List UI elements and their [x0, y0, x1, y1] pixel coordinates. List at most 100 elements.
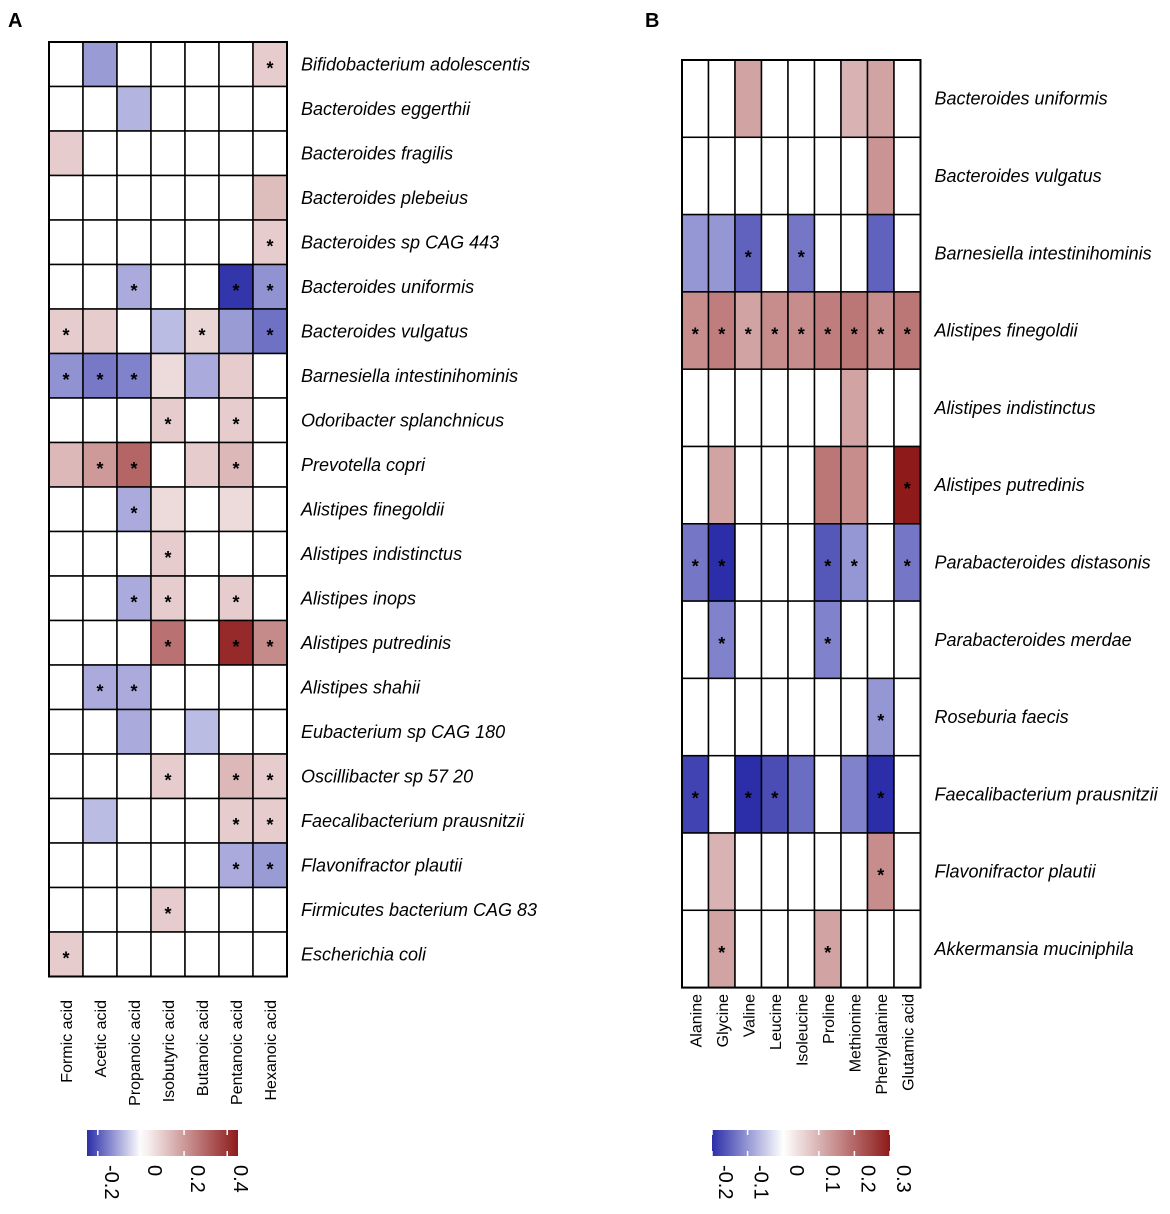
heatmap-cell	[184, 886, 220, 933]
heatmap-cell	[218, 886, 254, 933]
heatmap-cell	[150, 619, 186, 666]
heatmap-cell	[813, 909, 842, 989]
heatmap-cell	[787, 136, 816, 216]
heatmap-cell	[184, 753, 220, 800]
heatmap-cell	[150, 174, 186, 221]
heatmap-cell	[840, 291, 869, 370]
heatmap-cell	[184, 174, 220, 221]
heatmap-cell	[840, 368, 869, 448]
row-label: Bacteroides vulgatus	[935, 166, 1102, 186]
heatmap-cell	[82, 486, 118, 533]
heatmap-cell	[184, 85, 220, 132]
heatmap-cell	[150, 219, 186, 266]
heatmap-cell	[252, 575, 288, 622]
heatmap-cell	[734, 677, 763, 757]
heatmap-cell	[184, 619, 220, 666]
row-label: Roseburia faecis	[935, 707, 1069, 727]
heatmap-cell	[150, 708, 186, 755]
heatmap-cell	[813, 445, 842, 525]
heatmap-cell	[760, 213, 789, 293]
heatmap-cell	[866, 445, 895, 525]
significance-marker: *	[130, 459, 137, 479]
heatmap-cell	[707, 59, 736, 139]
heatmap-cell	[866, 523, 895, 602]
heatmap-cell	[82, 530, 118, 577]
significance-marker: *	[164, 592, 171, 612]
significance-marker: *	[232, 281, 239, 301]
heatmap-cell	[681, 600, 710, 680]
significance-marker: *	[164, 637, 171, 657]
row-label: Barnesiella intestinihominis	[301, 366, 518, 386]
heatmap-cell	[893, 600, 922, 680]
significance-marker: *	[164, 548, 171, 568]
heatmap-cell	[116, 85, 152, 132]
heatmap-cell	[681, 213, 710, 293]
panel-a-label: A	[8, 10, 22, 32]
heatmap-cell	[681, 832, 710, 912]
heatmap-cell	[734, 909, 763, 989]
heatmap-cell	[48, 174, 84, 221]
row-label: Akkermansia muciniphila	[934, 939, 1134, 959]
heatmap-cell	[150, 397, 186, 444]
significance-marker: *	[266, 637, 273, 657]
heatmap-cell	[82, 219, 118, 266]
significance-marker: *	[718, 556, 725, 576]
heatmap-cell	[184, 130, 220, 177]
heatmap-cell	[218, 664, 254, 711]
heatmap-cell	[48, 708, 84, 755]
heatmap-cell	[116, 708, 152, 755]
heatmap-cell	[760, 677, 789, 757]
heatmap-cell	[150, 308, 186, 355]
significance-marker: *	[130, 592, 137, 612]
row-label: Bacteroides uniformis	[935, 89, 1108, 109]
heatmap-cell	[48, 397, 84, 444]
heatmap-cell	[813, 832, 842, 912]
significance-marker: *	[904, 556, 911, 576]
heatmap-cell	[82, 85, 118, 132]
row-label: Barnesiella intestinihominis	[935, 243, 1152, 263]
heatmap-cell	[866, 368, 895, 448]
heatmap-cell	[893, 291, 922, 370]
column-label: Formic acid	[59, 1000, 76, 1083]
row-label: Alistipes putredinis	[934, 475, 1085, 495]
heatmap-cell	[116, 219, 152, 266]
significance-marker: *	[692, 325, 699, 345]
heatmap-cell	[82, 130, 118, 177]
heatmap-cell	[184, 486, 220, 533]
heatmap-cell	[760, 909, 789, 989]
heatmap-cell	[707, 832, 736, 912]
column-label: Phenylalanine	[874, 994, 891, 1095]
row-label: Flavonifractor plautii	[935, 862, 1097, 882]
significance-marker: *	[745, 325, 752, 345]
heatmap-cell	[150, 486, 186, 533]
heatmap-cell	[116, 842, 152, 889]
row-label: Prevotella copri	[301, 455, 426, 475]
heatmap-cell	[787, 368, 816, 448]
heatmap-cell	[48, 886, 84, 933]
significance-marker: *	[718, 943, 725, 963]
column-label: Pentanoic acid	[229, 1000, 246, 1105]
heatmap-cell	[681, 909, 710, 989]
significance-marker: *	[692, 556, 699, 576]
heatmap-cell	[787, 832, 816, 912]
significance-marker: *	[692, 788, 699, 808]
row-label: Bacteroides fragilis	[301, 143, 453, 163]
heatmap-cell	[760, 368, 789, 448]
heatmap-cell	[150, 352, 186, 399]
heatmap-cell	[840, 213, 869, 293]
significance-marker: *	[266, 770, 273, 790]
heatmap-cell	[116, 397, 152, 444]
row-label: Faecalibacterium prausnitzii	[301, 811, 525, 831]
significance-marker: *	[904, 479, 911, 499]
heatmap-cell	[893, 754, 922, 834]
heatmap-cell	[734, 368, 763, 448]
heatmap-cell	[218, 619, 254, 666]
significance-marker: *	[266, 236, 273, 256]
heatmap-cell	[82, 886, 118, 933]
heatmap-cell	[760, 523, 789, 602]
heatmap-cell	[48, 753, 84, 800]
heatmap-cell	[48, 85, 84, 132]
column-label: Propanoic acid	[127, 1000, 144, 1106]
heatmap-cell	[82, 753, 118, 800]
